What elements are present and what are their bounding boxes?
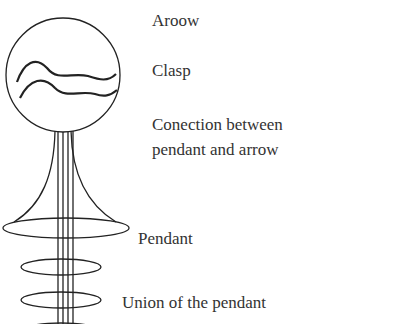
part-label: Conection between pendant and arrow <box>152 112 322 162</box>
clasp-circle <box>6 18 120 132</box>
pendant-ring <box>21 259 101 275</box>
connection-line <box>57 131 58 324</box>
pendant-ring <box>21 323 101 324</box>
part-label: Union of the pendant <box>122 290 266 315</box>
connection-line <box>67 132 68 324</box>
part-label: Aroow <box>152 8 199 33</box>
pendant-ring <box>3 218 129 238</box>
part-label: Pendant <box>138 226 193 251</box>
connection-line <box>62 132 63 324</box>
pendant-ring <box>21 292 101 308</box>
arrow-wave <box>20 81 117 98</box>
connection-line <box>71 131 116 222</box>
connection-line <box>72 131 73 324</box>
part-label: Clasp <box>152 58 191 83</box>
arrow-wave <box>17 62 116 82</box>
connection-line <box>14 131 55 222</box>
